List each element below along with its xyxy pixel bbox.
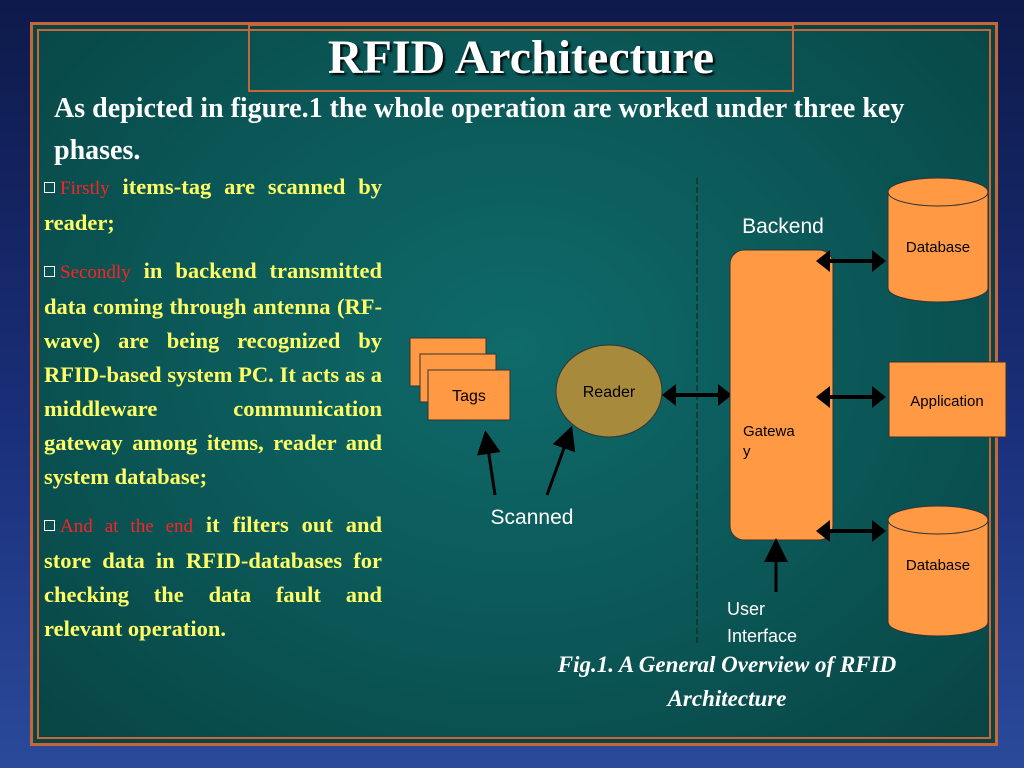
phase-item-2: Secondly in backend transmitted data com… [44,254,382,494]
phase-text: items-tag are scanned by reader; [44,174,382,235]
phase-text: it filters out and store data in RFID-da… [44,512,382,641]
phases-list: Firstly items-tag are scanned by reader;… [44,170,382,660]
gateway-database-bottom-arrow [816,520,886,542]
gateway-application-arrow [816,386,886,408]
database-top-label: Database [906,239,970,256]
phase-item-3: And at the end it filters out and store … [44,508,382,646]
backend-label: Backend [742,215,824,238]
phase-lead: Secondly [60,262,131,283]
scanned-label: Scanned [491,506,574,529]
reader-gateway-arrow [662,384,732,406]
slide-frame [30,22,998,746]
title-box [248,24,794,92]
phase-lead: And at the end [60,516,194,537]
gateway-label-line2: y [743,443,751,460]
tags-label: Tags [452,388,486,405]
caption-line1: Fig.1. A General Overview of RFID [557,652,897,677]
checkbox-bullet-icon [44,520,55,531]
scanned-arrow-tags [476,430,501,496]
reader-node: Reader [555,344,663,438]
phase-item-1: Firstly items-tag are scanned by reader; [44,170,382,240]
intro-text: As depicted in figure.1 the whole operat… [54,93,905,166]
figure-caption: Fig.1. A General Overview of RFID Archit… [500,648,954,716]
user-interface-label-line1: User [727,599,765,619]
caption-line2: Architecture [667,686,787,711]
database-top-node: Database [887,177,989,303]
database-bottom-label: Database [906,557,970,574]
reader-label: Reader [583,384,636,401]
user-interface-label-line2: Interface [727,626,797,646]
application-label: Application [910,393,983,410]
checkbox-bullet-icon [44,182,55,193]
gateway-node: Gatewa y [729,249,834,541]
database-bottom-node: Database [887,505,989,637]
phase-lead: Firstly [60,178,110,199]
tags-stack: Tags [409,337,511,421]
page-title: RFID Architecture [327,31,715,84]
gateway-database-top-arrow [816,250,886,272]
phase-text: in backend transmitted data coming throu… [44,258,382,489]
application-node: Application [888,361,1007,438]
checkbox-bullet-icon [44,266,55,277]
gateway-label-line1: Gatewa [743,423,795,440]
scanned-arrow-reader [545,425,576,496]
